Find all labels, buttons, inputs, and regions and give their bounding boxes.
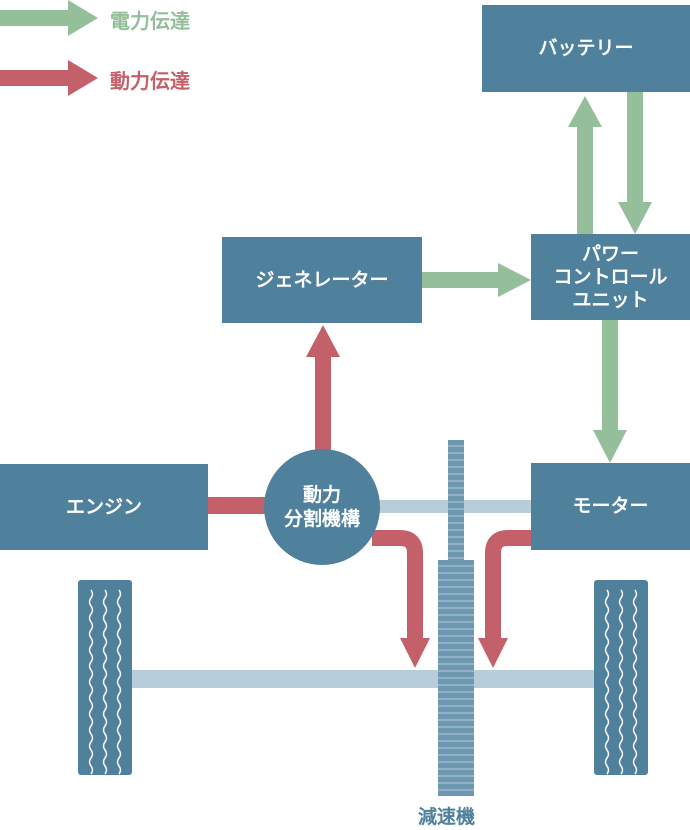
motor-label: モーター [572, 495, 649, 517]
arrow-pcu-to-battery [568, 96, 602, 235]
power-split-label-line-1: 動力 [302, 484, 341, 506]
generator-label: ジェネレーター [255, 268, 389, 291]
engine-label: エンジン [65, 495, 142, 518]
arrow-generator-to-pcu [422, 263, 531, 297]
pcu-label-line-1: パワー [581, 242, 639, 265]
power-control-unit-box: パワー コントロール ユニット [531, 234, 690, 320]
arrow-engine-to-split [206, 497, 278, 514]
pcu-label-line-3: ユニット [572, 288, 649, 311]
battery-box: バッテリー [482, 5, 690, 92]
axle-shaft [130, 670, 600, 688]
motor-box: モーター [531, 463, 690, 550]
arrow-battery-to-pcu [618, 92, 652, 234]
pcu-label-line-2: コントロール [553, 265, 668, 288]
arrow-split-to-generator [306, 325, 340, 450]
power-split-label-line-2: 分割機構 [283, 508, 360, 530]
reduction-gear [438, 440, 474, 796]
right-wheel [594, 580, 648, 775]
arrow-pcu-to-motor [593, 320, 627, 463]
battery-label: バッテリー [538, 37, 634, 59]
legend-power-label: 動力伝達 [110, 69, 190, 93]
legend-electric-arrow [0, 0, 98, 36]
legend-power-arrow [0, 60, 98, 96]
engine-box: エンジン [0, 464, 208, 550]
generator-box: ジェネレーター [222, 237, 422, 323]
power-split-device: 動力 分割機構 [264, 449, 380, 565]
legend-electric-label: 電力伝達 [110, 9, 190, 33]
reducer-label: 減速機 [418, 806, 476, 828]
arrow-motor-to-reducer [478, 530, 532, 668]
arrow-split-to-reducer [372, 530, 430, 668]
left-wheel [78, 580, 132, 775]
